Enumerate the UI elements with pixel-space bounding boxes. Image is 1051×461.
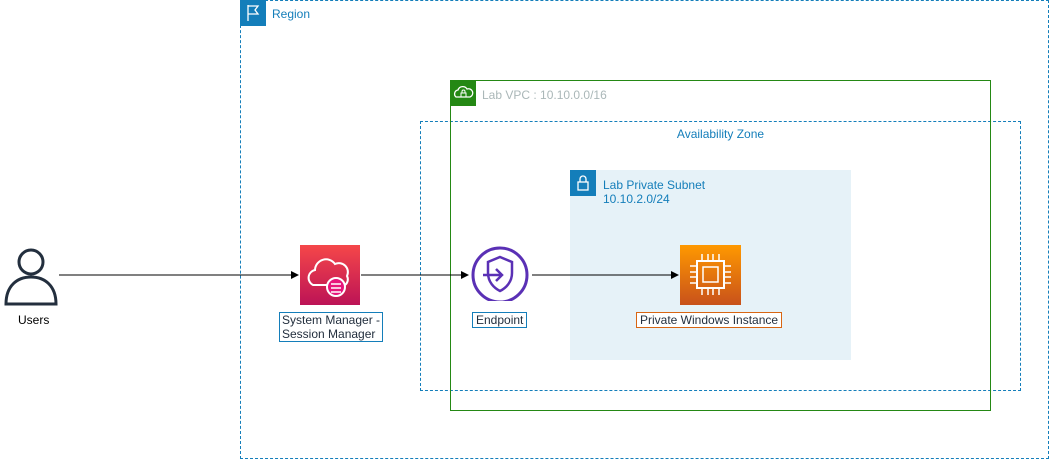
region-group [240, 0, 1049, 459]
ssm-label: System Manager - Session Manager [279, 312, 384, 342]
subnet-cidr: 10.10.2.0/24 [603, 192, 670, 206]
vpc-endpoint-icon [470, 245, 532, 304]
region-label: Region [272, 7, 311, 21]
user-icon [3, 246, 59, 306]
flag-icon [240, 0, 266, 26]
vpc-label: Lab VPC : 10.10.0.0/16 [482, 88, 607, 102]
instance-label: Private Windows Instance [636, 312, 783, 328]
subnet-name: Lab Private Subnet [603, 178, 706, 192]
vpc-group [450, 80, 991, 411]
lock-icon [570, 170, 596, 196]
endpoint-label: Endpoint [472, 312, 528, 328]
availability-zone-label: Availability Zone [676, 127, 765, 141]
subnet-label: Lab Private Subnet 10.10.2.0/24 [603, 178, 705, 206]
systems-manager-icon [300, 245, 360, 305]
vpc-cloud-lock-icon [450, 80, 476, 106]
users-label: Users [18, 313, 50, 327]
availability-zone-group [420, 121, 1021, 391]
ec2-instance-icon [680, 245, 741, 305]
